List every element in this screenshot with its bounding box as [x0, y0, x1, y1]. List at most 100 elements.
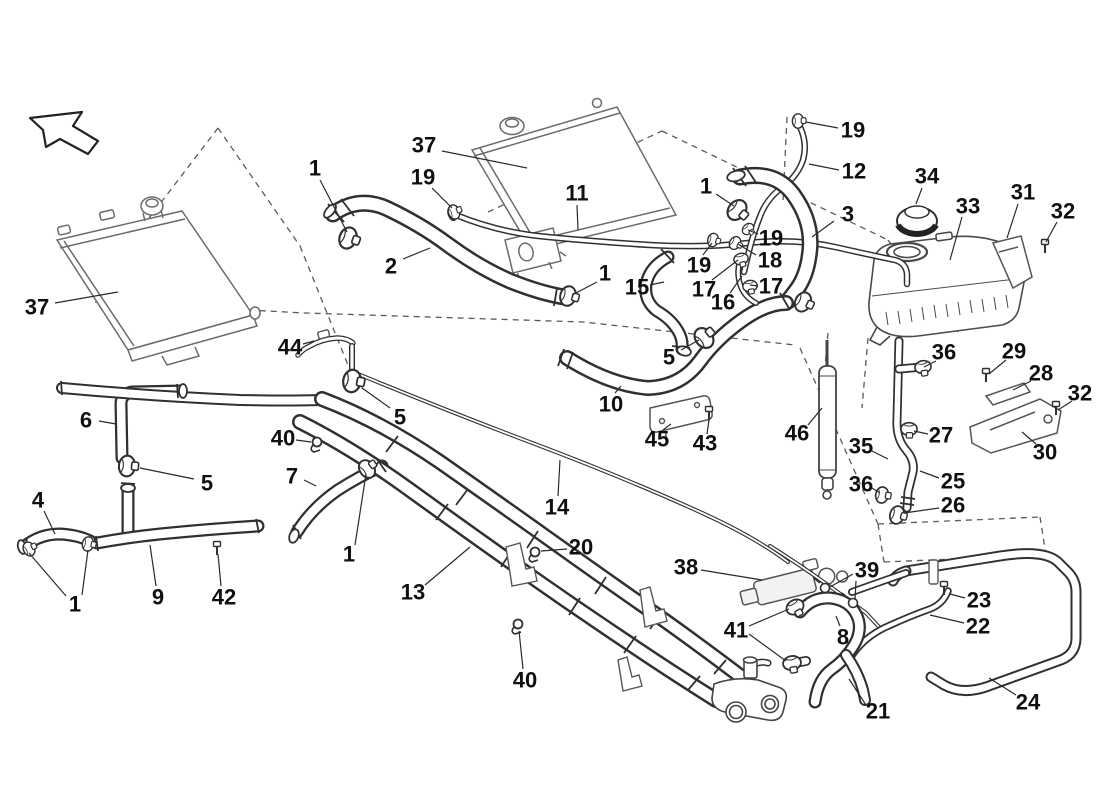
leader-line-7 — [303, 479, 317, 487]
leader-line-12 — [808, 163, 840, 171]
leader-line-21 — [848, 678, 867, 706]
callout-19-11: 19 — [759, 226, 783, 251]
pipe-bracket-45 — [649, 395, 713, 441]
clamp-icon — [117, 453, 141, 479]
callout-17-15: 17 — [692, 277, 716, 302]
callout-24-58: 24 — [1016, 690, 1041, 715]
callout-6-26: 6 — [80, 408, 92, 433]
screw-icon — [981, 367, 991, 383]
callout-10-23: 10 — [599, 392, 623, 417]
leader-line-27 — [913, 430, 929, 435]
callout-30-45: 30 — [1033, 440, 1057, 465]
clip-icon — [511, 618, 524, 635]
thermostat-valve — [739, 558, 849, 606]
clip-icon — [528, 546, 541, 563]
callout-1-34: 1 — [343, 542, 355, 567]
hose-15-core — [641, 252, 687, 354]
leader-line-36 — [871, 487, 881, 494]
leader-line-23 — [949, 593, 966, 599]
leader-line-19 — [805, 121, 839, 129]
leader-line-1 — [319, 179, 348, 233]
callout-12-8: 12 — [842, 159, 866, 184]
leader-line-43 — [706, 419, 710, 435]
callout-43-38: 43 — [693, 431, 717, 456]
leader-line-2 — [402, 247, 431, 260]
leader-line-1 — [28, 552, 67, 597]
leader-line-39 — [854, 580, 857, 601]
leader-line-40 — [518, 630, 524, 670]
callout-44-24: 44 — [278, 335, 303, 360]
callout-18-12: 18 — [758, 248, 782, 273]
callout-1-31: 1 — [69, 592, 81, 617]
leader-line-5 — [361, 387, 391, 409]
callout-45-37: 45 — [645, 427, 669, 452]
outlet-flange — [711, 656, 788, 723]
callout-3-10: 3 — [842, 202, 854, 227]
leader-line-3 — [811, 220, 835, 238]
callout-26-49: 26 — [941, 493, 965, 518]
callout-5-28: 5 — [201, 471, 213, 496]
leader-line-34 — [915, 187, 923, 205]
leader-line-17 — [711, 259, 739, 281]
hose-13-a-core — [316, 393, 754, 688]
pipe-22-core — [846, 589, 950, 664]
hose-brackets — [317, 329, 939, 692]
leader-line-35 — [871, 450, 889, 460]
leader-line-1 — [81, 549, 89, 596]
callout-1-9: 1 — [700, 174, 712, 199]
leader-line-32 — [1045, 221, 1058, 243]
leader-line-8 — [835, 615, 841, 627]
leader-line-36 — [923, 360, 937, 368]
leader-line-32 — [1057, 400, 1073, 411]
callout-41-51: 41 — [724, 618, 748, 643]
pipe-25-core — [894, 338, 917, 511]
callout-5-22: 5 — [663, 345, 675, 370]
callout-1-1: 1 — [309, 156, 321, 181]
callout-20-36: 20 — [569, 535, 593, 560]
callout-25-47: 25 — [941, 469, 965, 494]
screw-icon — [212, 540, 222, 556]
leader-line-37 — [54, 291, 119, 304]
hose-4-core — [20, 529, 95, 551]
top-radiator — [470, 97, 678, 284]
callout-leader-lines — [28, 121, 1073, 706]
callout-35-46: 35 — [849, 434, 873, 459]
leader-line-41 — [748, 633, 787, 662]
hose-2-core — [327, 197, 570, 303]
leader-line-45 — [662, 423, 672, 431]
callout-32-21: 32 — [1051, 199, 1075, 224]
screw-icon — [1040, 238, 1050, 254]
callout-34-18: 34 — [915, 164, 940, 189]
leader-line-24 — [988, 677, 1017, 696]
clamp-icon — [340, 367, 368, 396]
callout-8-55: 8 — [837, 625, 849, 650]
leader-line-11 — [576, 204, 579, 231]
callout-5-25: 5 — [394, 405, 406, 430]
leader-line-38 — [700, 569, 763, 581]
leader-line-29 — [988, 359, 1007, 375]
direction-arrow-icon — [28, 110, 100, 156]
callout-19-13: 19 — [687, 253, 711, 278]
leader-line-13 — [424, 546, 471, 586]
callout-33-19: 33 — [956, 194, 980, 219]
callout-7-29: 7 — [286, 464, 298, 489]
leader-line-30 — [1021, 431, 1037, 445]
damper-rod — [818, 340, 837, 500]
callout-23-54: 23 — [967, 588, 991, 613]
leader-line-14 — [557, 459, 561, 497]
hose-21-core — [795, 593, 864, 707]
leader-line-19 — [431, 187, 453, 209]
callout-15-14: 15 — [625, 275, 649, 300]
clamp-icon — [873, 485, 894, 506]
clamp-icon — [900, 421, 918, 439]
leader-line-4 — [43, 510, 56, 535]
leader-line-39 — [829, 573, 854, 588]
clamp-icon — [913, 358, 934, 379]
callout-36-48: 36 — [849, 472, 873, 497]
hose-3-core — [734, 169, 817, 307]
clip-icon — [310, 436, 323, 453]
leader-line-28 — [1012, 380, 1032, 391]
callout-1-6: 1 — [599, 261, 611, 286]
